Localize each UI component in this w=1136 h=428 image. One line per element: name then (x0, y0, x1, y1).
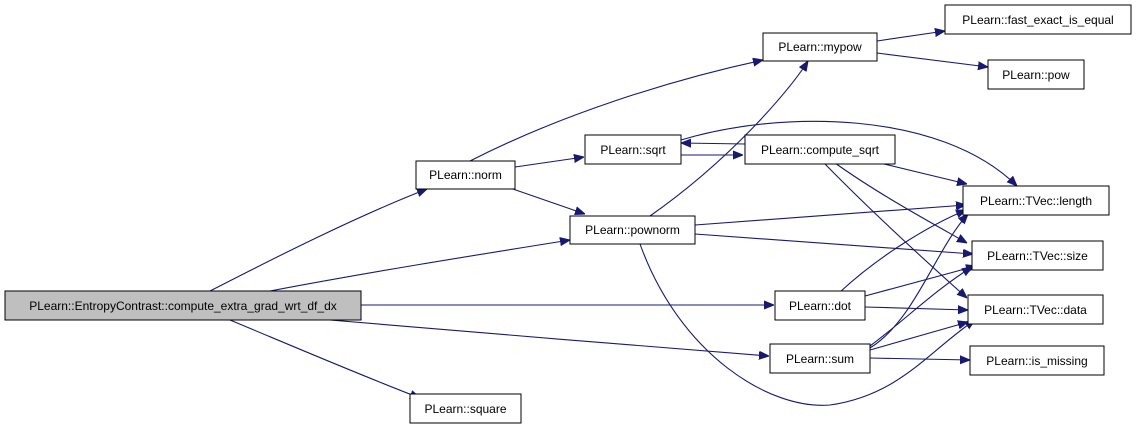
svg-text:PLearn::TVec::size: PLearn::TVec::size (987, 249, 1088, 263)
node-dot[interactable]: PLearn::dot (774, 290, 866, 321)
node-norm[interactable]: PLearn::norm (415, 160, 516, 190)
node-tvec-data[interactable]: PLearn::TVec::data (967, 294, 1104, 325)
node-fast-exact-is-equal[interactable]: PLearn::fast_exact_is_equal (944, 4, 1132, 35)
svg-text:PLearn::norm: PLearn::norm (429, 168, 502, 182)
node-mypow[interactable]: PLearn::mypow (762, 32, 878, 62)
svg-text:PLearn::sqrt: PLearn::sqrt (600, 143, 666, 157)
svg-text:PLearn::EntropyContrast::compu: PLearn::EntropyContrast::compute_extra_g… (29, 299, 337, 313)
edge-compute-sqrt-to-data (824, 163, 967, 298)
edge-norm-to-pownorm (509, 187, 585, 214)
node-root-compute-extra-grad[interactable]: PLearn::EntropyContrast::compute_extra_g… (4, 290, 362, 321)
svg-text:PLearn::pownorm: PLearn::pownorm (585, 223, 680, 237)
svg-text:PLearn::TVec::data: PLearn::TVec::data (984, 303, 1087, 317)
svg-text:PLearn::sum: PLearn::sum (786, 352, 854, 366)
svg-text:PLearn::mypow: PLearn::mypow (778, 40, 862, 54)
edge-root-to-pownorm (269, 240, 570, 292)
svg-text:PLearn::compute_sqrt: PLearn::compute_sqrt (761, 143, 880, 157)
edge-sum-to-is-missing (869, 358, 970, 360)
edge-sqrt-to-length (680, 120, 1017, 186)
svg-text:PLearn::TVec::length: PLearn::TVec::length (980, 194, 1092, 208)
node-sum[interactable]: PLearn::sum (769, 343, 871, 374)
edge-norm-to-sqrt (514, 157, 584, 168)
edge-pownorm-to-size (694, 233, 973, 254)
edge-mypow-to-fast-exact-is-equal (876, 31, 945, 42)
node-compute-sqrt[interactable]: PLearn::compute_sqrt (744, 134, 896, 165)
graph-nodes: PLearn::EntropyContrast::compute_extra_g… (4, 4, 1132, 424)
edge-sum-to-length (869, 214, 968, 349)
edge-mypow-to-pow (876, 52, 988, 67)
edge-compute-sqrt-to-length (879, 162, 967, 184)
edge-root-to-square (229, 319, 420, 398)
edge-pownorm-to-length (694, 205, 966, 226)
edge-norm-to-mypow (469, 60, 763, 162)
edge-sum-to-data (869, 322, 968, 351)
edge-root-to-sum (329, 319, 769, 356)
node-pow[interactable]: PLearn::pow (987, 59, 1085, 90)
edge-root-to-norm (209, 189, 427, 292)
edge-pownorm-to-mypow (649, 61, 808, 217)
node-tvec-size[interactable]: PLearn::TVec::size (971, 240, 1104, 271)
edge-sum-to-size (869, 267, 972, 347)
edge-pownorm-to-data (639, 243, 975, 406)
edge-compute-sqrt-to-size (834, 162, 967, 243)
edge-dot-to-length (839, 210, 966, 293)
graph-edges (209, 31, 1017, 406)
svg-text:PLearn::dot: PLearn::dot (789, 299, 852, 313)
svg-text:PLearn::fast_exact_is_equal: PLearn::fast_exact_is_equal (962, 13, 1113, 27)
node-is-missing[interactable]: PLearn::is_missing (969, 345, 1105, 376)
edge-dot-to-size (864, 266, 976, 297)
node-square[interactable]: PLearn::square (409, 393, 522, 424)
edge-compute-sqrt-to-sqrt (681, 143, 746, 144)
svg-text:PLearn::is_missing: PLearn::is_missing (986, 354, 1087, 368)
svg-text:PLearn::square: PLearn::square (424, 402, 506, 416)
node-pownorm[interactable]: PLearn::pownorm (569, 215, 696, 245)
node-tvec-length[interactable]: PLearn::TVec::length (962, 185, 1110, 216)
svg-text:PLearn::pow: PLearn::pow (1002, 68, 1070, 82)
node-sqrt[interactable]: PLearn::sqrt (584, 134, 682, 165)
